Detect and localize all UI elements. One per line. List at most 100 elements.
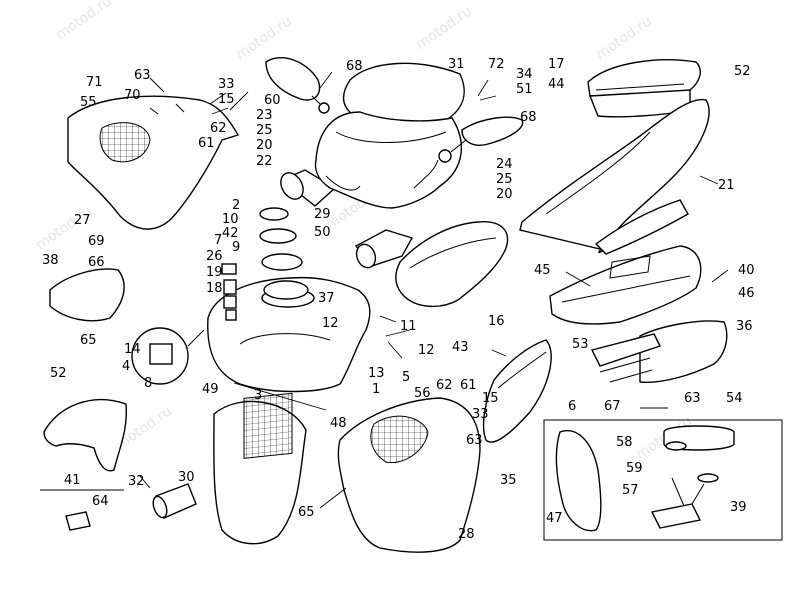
- callout-25b: 25: [496, 172, 513, 187]
- callout-49: 49: [202, 382, 219, 397]
- callout-48: 48: [330, 416, 347, 431]
- callout-63a: 63: [134, 68, 151, 83]
- part-undertray: [549, 245, 702, 325]
- callout-39: 39: [730, 500, 747, 515]
- callout-13: 13: [368, 366, 385, 381]
- callout-22: 22: [256, 154, 273, 169]
- callout-24: 24: [496, 157, 513, 172]
- part-rear-hugger: [482, 339, 552, 443]
- callout-12a: 12: [322, 316, 339, 331]
- callout-60: 60: [264, 93, 281, 108]
- callout-61b: 61: [460, 378, 477, 393]
- callout-31: 31: [448, 57, 465, 72]
- callout-68b: 68: [520, 110, 537, 125]
- leader-lines: [139, 71, 729, 509]
- part-air-duct: [354, 229, 414, 269]
- part-side-fairing-right: [337, 397, 481, 553]
- callout-17: 17: [548, 57, 565, 72]
- part-tail-fairing: [519, 98, 710, 255]
- part-fuel-fittings: [221, 263, 237, 321]
- callout-56: 56: [414, 386, 431, 401]
- watermark-text: motod.ru: [233, 13, 295, 63]
- callout-29: 29: [314, 207, 331, 222]
- callout-46: 46: [738, 286, 755, 301]
- callout-35: 35: [500, 473, 517, 488]
- callout-15a: 15: [218, 92, 235, 107]
- callout-23: 23: [256, 108, 273, 123]
- callout-6: 6: [568, 399, 576, 414]
- callout-65b: 65: [298, 505, 315, 520]
- callout-47: 47: [546, 511, 563, 526]
- callout-32: 32: [128, 474, 145, 489]
- callout-2: 2: [232, 198, 240, 213]
- part-seat: [395, 221, 509, 307]
- part-front-fender: [43, 398, 128, 472]
- part-roller: [152, 483, 197, 519]
- callout-70: 70: [124, 88, 141, 103]
- callout-labels: 1 2 3 4 5 6 7 8 9 10 11 12 12 13 14 15 1…: [42, 57, 755, 542]
- callout-9: 9: [232, 240, 240, 255]
- part-side-fairing-left: [67, 95, 240, 230]
- callout-63c: 63: [684, 391, 701, 406]
- part-clip: [40, 489, 124, 531]
- callout-57: 57: [622, 483, 639, 498]
- callout-15b: 15: [482, 391, 499, 406]
- callout-41: 41: [64, 473, 81, 488]
- callout-30: 30: [178, 470, 195, 485]
- callout-72: 72: [488, 57, 505, 72]
- callout-52b: 52: [50, 366, 67, 381]
- callout-61a: 61: [198, 136, 215, 151]
- callout-18: 18: [206, 281, 223, 296]
- callout-37: 37: [318, 291, 335, 306]
- watermark-text: motod.ru: [413, 3, 475, 53]
- callout-38: 38: [42, 253, 59, 268]
- callout-5: 5: [402, 370, 410, 385]
- part-front-fairing: [314, 62, 465, 209]
- callout-16: 16: [488, 314, 505, 329]
- part-side-panel-left: [49, 268, 125, 322]
- part-headlight-duct: [280, 169, 337, 207]
- callout-12b: 12: [418, 343, 435, 358]
- callout-4: 4: [122, 359, 130, 374]
- callout-42: 42: [222, 226, 239, 241]
- callout-20a: 20: [256, 138, 273, 153]
- callout-21: 21: [718, 178, 735, 193]
- callout-10: 10: [222, 212, 239, 227]
- callout-27: 27: [74, 213, 91, 228]
- callout-64: 64: [92, 494, 109, 509]
- part-mirror-right: [438, 116, 524, 163]
- subassembly-box: [543, 419, 783, 541]
- callout-53: 53: [572, 337, 589, 352]
- watermark-text: motod.ru: [33, 203, 95, 253]
- callout-3: 3: [254, 388, 262, 403]
- callout-36: 36: [736, 319, 753, 334]
- watermark-text: motod.ru: [53, 0, 115, 43]
- callout-40: 40: [738, 263, 755, 278]
- part-rear-mudguard: [590, 320, 728, 384]
- callout-14: 14: [124, 342, 141, 357]
- callout-33b: 33: [472, 407, 489, 422]
- callout-52a: 52: [734, 64, 751, 79]
- callout-51: 51: [516, 82, 533, 97]
- part-seat-cowl: [587, 59, 701, 118]
- callout-50: 50: [314, 225, 331, 240]
- callout-62b: 62: [436, 378, 453, 393]
- callout-67: 67: [604, 399, 621, 414]
- callout-43: 43: [452, 340, 469, 355]
- part-mirror-left: [265, 57, 330, 114]
- part-belly-pan: [213, 392, 307, 545]
- part-fuel-cap-stack: [259, 207, 309, 300]
- callout-71: 71: [86, 75, 103, 90]
- part-fuel-tap: [131, 327, 205, 385]
- callout-68a: 68: [346, 59, 363, 74]
- callout-58: 58: [616, 435, 633, 450]
- callout-66: 66: [88, 255, 105, 270]
- callout-59: 59: [626, 461, 643, 476]
- callout-26: 26: [206, 249, 223, 264]
- callout-28: 28: [458, 527, 475, 542]
- callout-45: 45: [534, 263, 551, 278]
- watermark-text: motod.ru: [593, 13, 655, 63]
- callout-19: 19: [206, 265, 223, 280]
- callout-55: 55: [80, 95, 97, 110]
- callout-33a: 33: [218, 77, 235, 92]
